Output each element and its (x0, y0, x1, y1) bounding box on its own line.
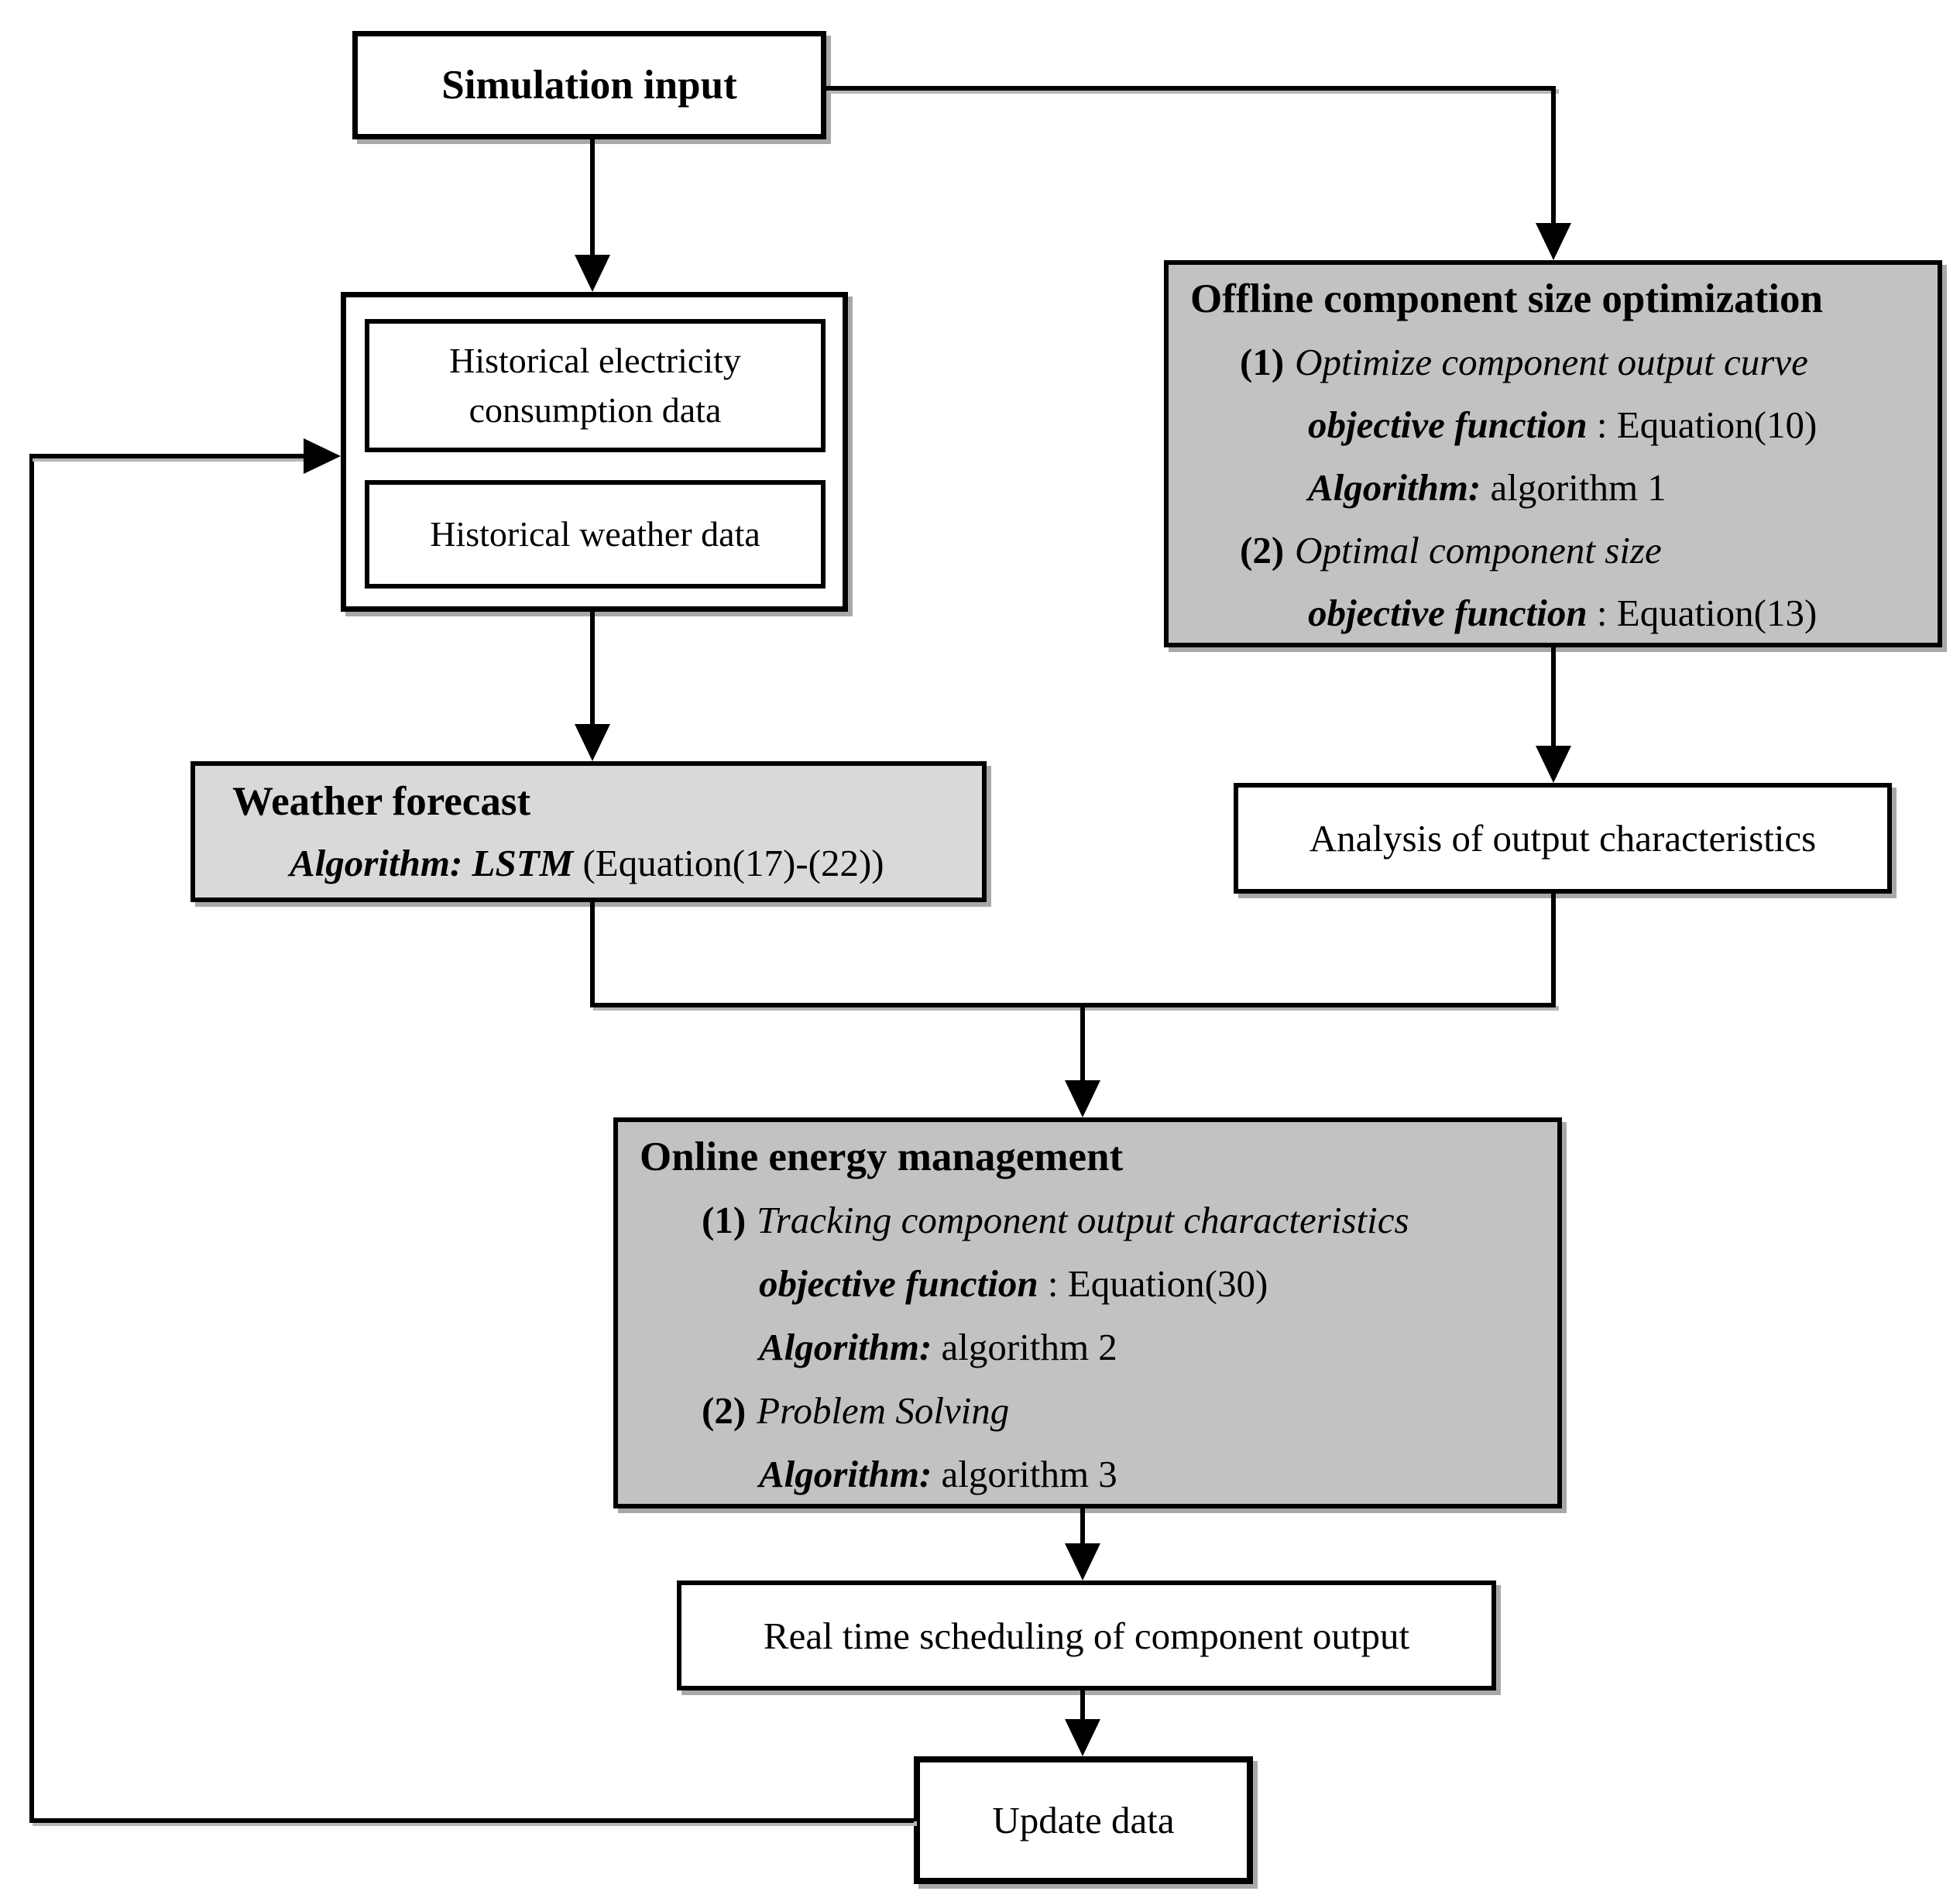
item-text: Tracking component output characteristic… (757, 1199, 1409, 1241)
analysis-box: Analysis of output characteristics (1234, 783, 1892, 894)
arrowhead-icon (575, 255, 610, 292)
connector-realtime-to-update (1080, 1690, 1085, 1721)
online-item-2: (2)Problem Solving (618, 1379, 1557, 1443)
online-objective-1: objective function : Equation(30) (618, 1252, 1557, 1316)
historical-data-group: Historical electricity consumption data … (341, 292, 848, 612)
item-number: (1) (702, 1199, 747, 1241)
connector-sim-to-offline-horizontal (826, 86, 1556, 91)
weather-forecast-algorithm: Algorithm: LSTM (Equation(17)-(22)) (195, 832, 982, 894)
weather-forecast-title: Weather forecast (195, 771, 982, 832)
connector-historical-to-weather (590, 612, 595, 726)
online-item-1: (1)Tracking component output characteris… (618, 1189, 1557, 1252)
connector-online-to-realtime (1080, 1508, 1085, 1545)
realtime-scheduling-box: Real time scheduling of component output (677, 1581, 1496, 1690)
feedback-bottom-horizontal (29, 1818, 914, 1823)
objective-label: objective function (1308, 403, 1588, 446)
connector-sim-to-offline-vertical (1551, 86, 1556, 225)
simulation-input-box: Simulation input (352, 31, 826, 139)
objective-label: objective function (759, 1262, 1038, 1305)
arrowhead-icon (575, 724, 610, 761)
offline-item-1: (1)Optimize component output curve (1169, 331, 1938, 393)
algorithm-label: Algorithm: LSTM (290, 842, 574, 884)
feedback-top-horizontal (29, 454, 305, 458)
separator: : (1587, 592, 1617, 634)
algorithm-label: Algorithm: (1308, 466, 1481, 509)
item-text: Problem Solving (757, 1389, 1010, 1432)
arrowhead-icon (1065, 1080, 1100, 1117)
update-data-label: Update data (992, 1799, 1175, 1841)
feedback-left-vertical (29, 454, 34, 1823)
item-number: (1) (1240, 341, 1285, 383)
algorithm-value: algorithm 3 (932, 1453, 1117, 1495)
historical-weather-label: Historical weather data (430, 514, 760, 554)
item-text: Optimal component size (1295, 529, 1662, 571)
algorithm-value: algorithm 1 (1481, 466, 1667, 509)
simulation-input-label: Simulation input (441, 63, 737, 108)
weather-forecast-box: Weather forecast Algorithm: LSTM (Equati… (191, 761, 987, 902)
objective-value: Equation(13) (1616, 592, 1818, 634)
algorithm-label: Algorithm: (759, 1453, 932, 1495)
offline-title-label: Offline component size optimization (1190, 276, 1823, 321)
arrowhead-icon (304, 438, 341, 474)
analysis-label: Analysis of output characteristics (1309, 817, 1817, 860)
realtime-scheduling-label: Real time scheduling of component output (763, 1614, 1410, 1657)
connector-merge-horizontal (590, 1003, 1556, 1007)
offline-optimization-box: Offline component size optimization (1)O… (1164, 260, 1942, 647)
algorithm-value: algorithm 2 (932, 1326, 1117, 1368)
arrowhead-icon (1536, 746, 1571, 783)
connector-weather-down (590, 902, 595, 1007)
offline-title: Offline component size optimization (1169, 268, 1938, 331)
objective-label: objective function (1308, 592, 1588, 634)
offline-objective-1: objective function : Equation(10) (1169, 393, 1938, 456)
arrowhead-icon (1065, 1543, 1100, 1581)
update-data-box: Update data (914, 1756, 1253, 1884)
separator: : (1038, 1262, 1068, 1305)
item-number: (2) (702, 1389, 747, 1432)
objective-value: Equation(10) (1616, 403, 1818, 446)
online-management-box: Online energy management (1)Tracking com… (613, 1117, 1562, 1508)
arrowhead-icon (1065, 1719, 1100, 1756)
connector-offline-to-analysis (1551, 647, 1556, 747)
historical-electricity-box: Historical electricity consumption data (365, 319, 826, 452)
connector-merge-to-online (1080, 1007, 1085, 1082)
algorithm-label: Algorithm: (759, 1326, 932, 1368)
separator: : (1587, 403, 1617, 446)
historical-weather-box: Historical weather data (365, 480, 826, 589)
online-title: Online energy management (618, 1125, 1557, 1189)
item-text: Optimize component output curve (1295, 341, 1808, 383)
weather-forecast-title-label: Weather forecast (232, 779, 531, 824)
objective-value: Equation(30) (1067, 1262, 1268, 1305)
offline-objective-2: objective function : Equation(13) (1169, 582, 1938, 644)
online-algorithm-2: Algorithm: algorithm 3 (618, 1443, 1557, 1506)
item-number: (2) (1240, 529, 1285, 571)
connector-sim-to-historical (590, 139, 595, 256)
online-algorithm-1: Algorithm: algorithm 2 (618, 1316, 1557, 1379)
algorithm-value: (Equation(17)-(22)) (573, 842, 884, 884)
online-title-label: Online energy management (640, 1134, 1124, 1179)
arrowhead-icon (1536, 223, 1571, 260)
offline-item-2: (2)Optimal component size (1169, 519, 1938, 582)
connector-analysis-down (1551, 894, 1556, 1007)
historical-electricity-label: Historical electricity consumption data (449, 341, 741, 430)
offline-algorithm-1: Algorithm: algorithm 1 (1169, 456, 1938, 519)
